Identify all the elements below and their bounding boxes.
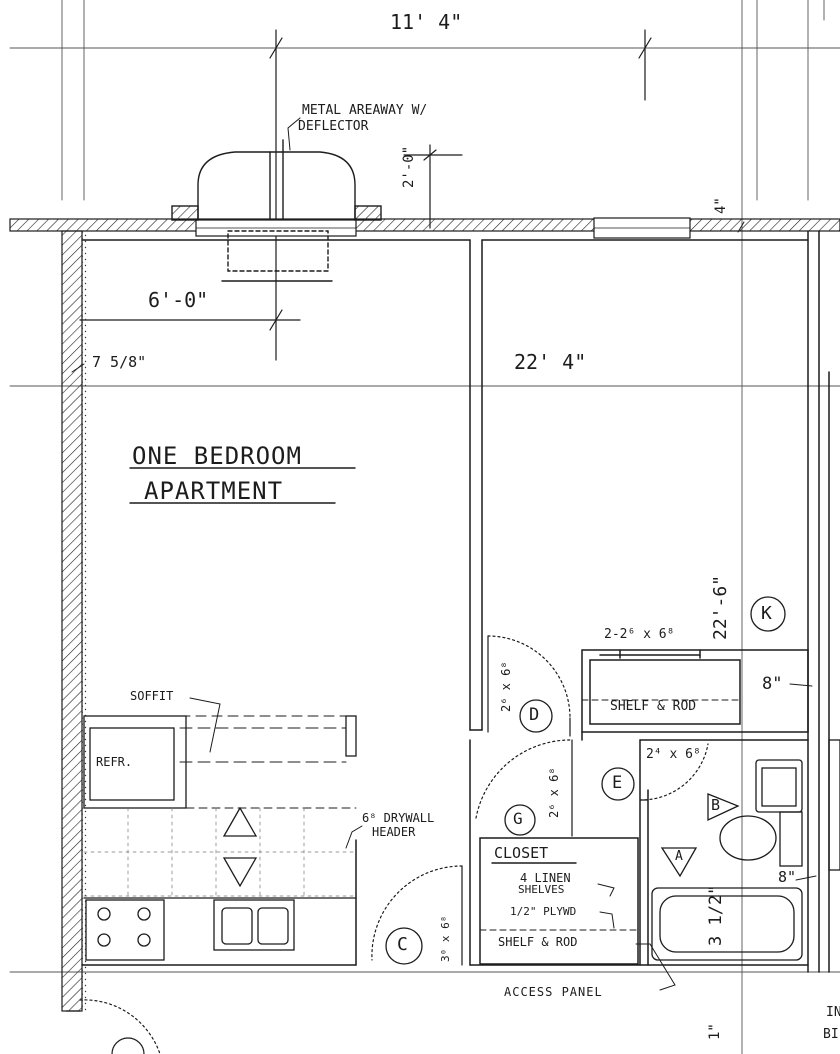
tag-b: B [711, 796, 721, 814]
leader-lines [71, 117, 817, 991]
title-underlines [129, 467, 577, 864]
linen-label-2: SHELVES [518, 883, 565, 896]
page-title-line1: ONE BEDROOM [132, 442, 302, 470]
shelf-rod-label-2: SHELF & ROD [498, 935, 578, 949]
dim-wall-offset: 7 5/8" [92, 353, 147, 371]
reference-lines [9, 0, 840, 1054]
dim-areaway-depth: 2'-0" [401, 145, 417, 188]
metal-areaway [171, 139, 382, 282]
door-swings [79, 635, 709, 1054]
dim-small-4: 4" [713, 197, 729, 214]
dim-overall-width: 11' 4" [390, 10, 463, 34]
dim-3half: 3 1/2" [706, 884, 726, 946]
tag-e: E [612, 773, 623, 793]
soffit-label: SOFFIT [130, 689, 174, 703]
door-double-size: 2-2⁶ x 6⁸ [604, 627, 675, 642]
dim-room-length: 22' 4" [514, 350, 587, 374]
door-d-size: 2⁶ x 6⁸ [499, 661, 513, 712]
edge-text-in: IN [826, 1005, 840, 1020]
tag-a: A [675, 849, 683, 864]
page-title-line2: APARTMENT [144, 477, 284, 505]
exterior-wall-left [61, 230, 83, 1012]
refr-label: REFR. [96, 755, 133, 769]
tag-g: G [513, 809, 523, 828]
door-g-size: 2⁶ x 6⁸ [547, 767, 561, 818]
plywd-label: 1/2" PLYWD [510, 905, 577, 918]
drywall-label-1: 6⁸ DRYWALL [362, 811, 435, 825]
kitchen-cabinetry [83, 715, 357, 961]
areaway-label-2: DEFLECTOR [298, 119, 369, 134]
drywall-label-2: HEADER [372, 825, 416, 839]
areaway-label-1: METAL AREAWAY W/ [302, 103, 428, 118]
dim-room-length-2: 22'-6" [710, 574, 731, 640]
tag-d: D [529, 705, 540, 725]
shelf-rod-label-1: SHELF & ROD [610, 699, 697, 714]
exterior-wall-top [9, 218, 840, 232]
door-e-size: 2⁴ x 6⁸ [646, 747, 701, 762]
bathroom-fixtures [651, 739, 840, 961]
tag-c: C [397, 934, 408, 955]
access-panel-label: ACCESS PANEL [504, 985, 603, 999]
interior-walls [81, 230, 830, 973]
door-c-size: 3⁰ x 6⁸ [439, 915, 452, 962]
edge-text-bi: BI [823, 1027, 839, 1042]
dim-bottom: 1" [707, 1023, 723, 1040]
dim-opening-width: 6'-0" [148, 288, 209, 312]
dim-8a: 8" [762, 674, 783, 694]
dimension-ticks [79, 29, 652, 361]
linen-label-1: 4 LINEN [520, 871, 571, 885]
door-tag-circles [385, 596, 786, 965]
closet-label: CLOSET [494, 844, 549, 862]
dim-8b: 8" [778, 868, 797, 886]
tag-k: K [761, 603, 772, 624]
